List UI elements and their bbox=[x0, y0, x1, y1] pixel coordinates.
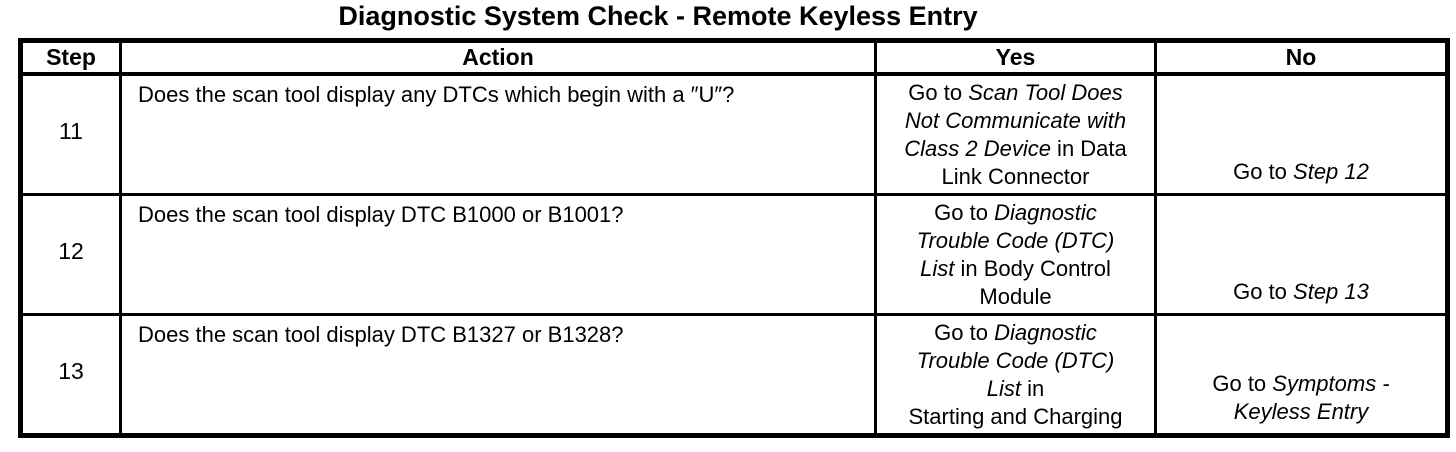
table-header: Step Action Yes No bbox=[19, 39, 1449, 76]
plain-text: Go to bbox=[934, 200, 995, 225]
plain-text: Module bbox=[979, 284, 1052, 309]
no-cell: Go to Step 12 bbox=[1154, 72, 1449, 196]
reference-text: Step 12 bbox=[1293, 159, 1369, 184]
step-number-cell: 11 bbox=[19, 72, 122, 196]
reference-text: Diagnostic bbox=[994, 320, 1097, 345]
plain-text: Starting and Charging bbox=[908, 404, 1123, 429]
reference-text: Keyless Entry bbox=[1233, 399, 1369, 424]
reference-text: Trouble Code (DTC) bbox=[916, 228, 1115, 253]
action-cell: Does the scan tool display DTC B1000 or … bbox=[119, 193, 877, 316]
plain-text: Go to bbox=[1233, 159, 1294, 184]
reference-text: Trouble Code (DTC) bbox=[916, 348, 1115, 373]
reference-text: Step 13 bbox=[1293, 279, 1369, 304]
plain-text: Go to bbox=[1233, 279, 1294, 304]
reference-text: Class 2 Device bbox=[904, 136, 1051, 161]
reference-text: List bbox=[986, 376, 1021, 401]
no-cell: Go to Symptoms - Keyless Entry bbox=[1154, 313, 1449, 437]
plain-text: in Data bbox=[1050, 136, 1127, 161]
plain-text: in Body Control bbox=[954, 256, 1111, 281]
column-header-yes: Yes bbox=[874, 39, 1157, 76]
step-number-cell: 12 bbox=[19, 193, 122, 316]
no-cell: Go to Step 13 bbox=[1154, 193, 1449, 316]
plain-text: Go to bbox=[908, 80, 969, 105]
column-header-no: No bbox=[1154, 39, 1449, 76]
column-header-step: Step bbox=[19, 39, 122, 76]
reference-text: Scan Tool Does bbox=[968, 80, 1123, 105]
reference-text: Symptoms - bbox=[1272, 371, 1390, 396]
action-cell: Does the scan tool display any DTCs whic… bbox=[119, 72, 877, 196]
plain-text: in bbox=[1021, 376, 1045, 401]
plain-text: Link Connector bbox=[941, 164, 1090, 189]
reference-text: Not Communicate with bbox=[904, 108, 1127, 133]
step-number-cell: 13 bbox=[19, 313, 122, 437]
action-cell: Does the scan tool display DTC B1327 or … bbox=[119, 313, 877, 437]
reference-text: Diagnostic bbox=[994, 200, 1097, 225]
header-row: Step Action Yes No bbox=[19, 39, 1449, 76]
plain-text: Go to bbox=[934, 320, 995, 345]
column-header-action: Action bbox=[119, 39, 877, 76]
plain-text: Go to bbox=[1212, 371, 1273, 396]
reference-text: List bbox=[920, 256, 955, 281]
page-title: Diagnostic System Check - Remote Keyless… bbox=[338, 1, 978, 31]
